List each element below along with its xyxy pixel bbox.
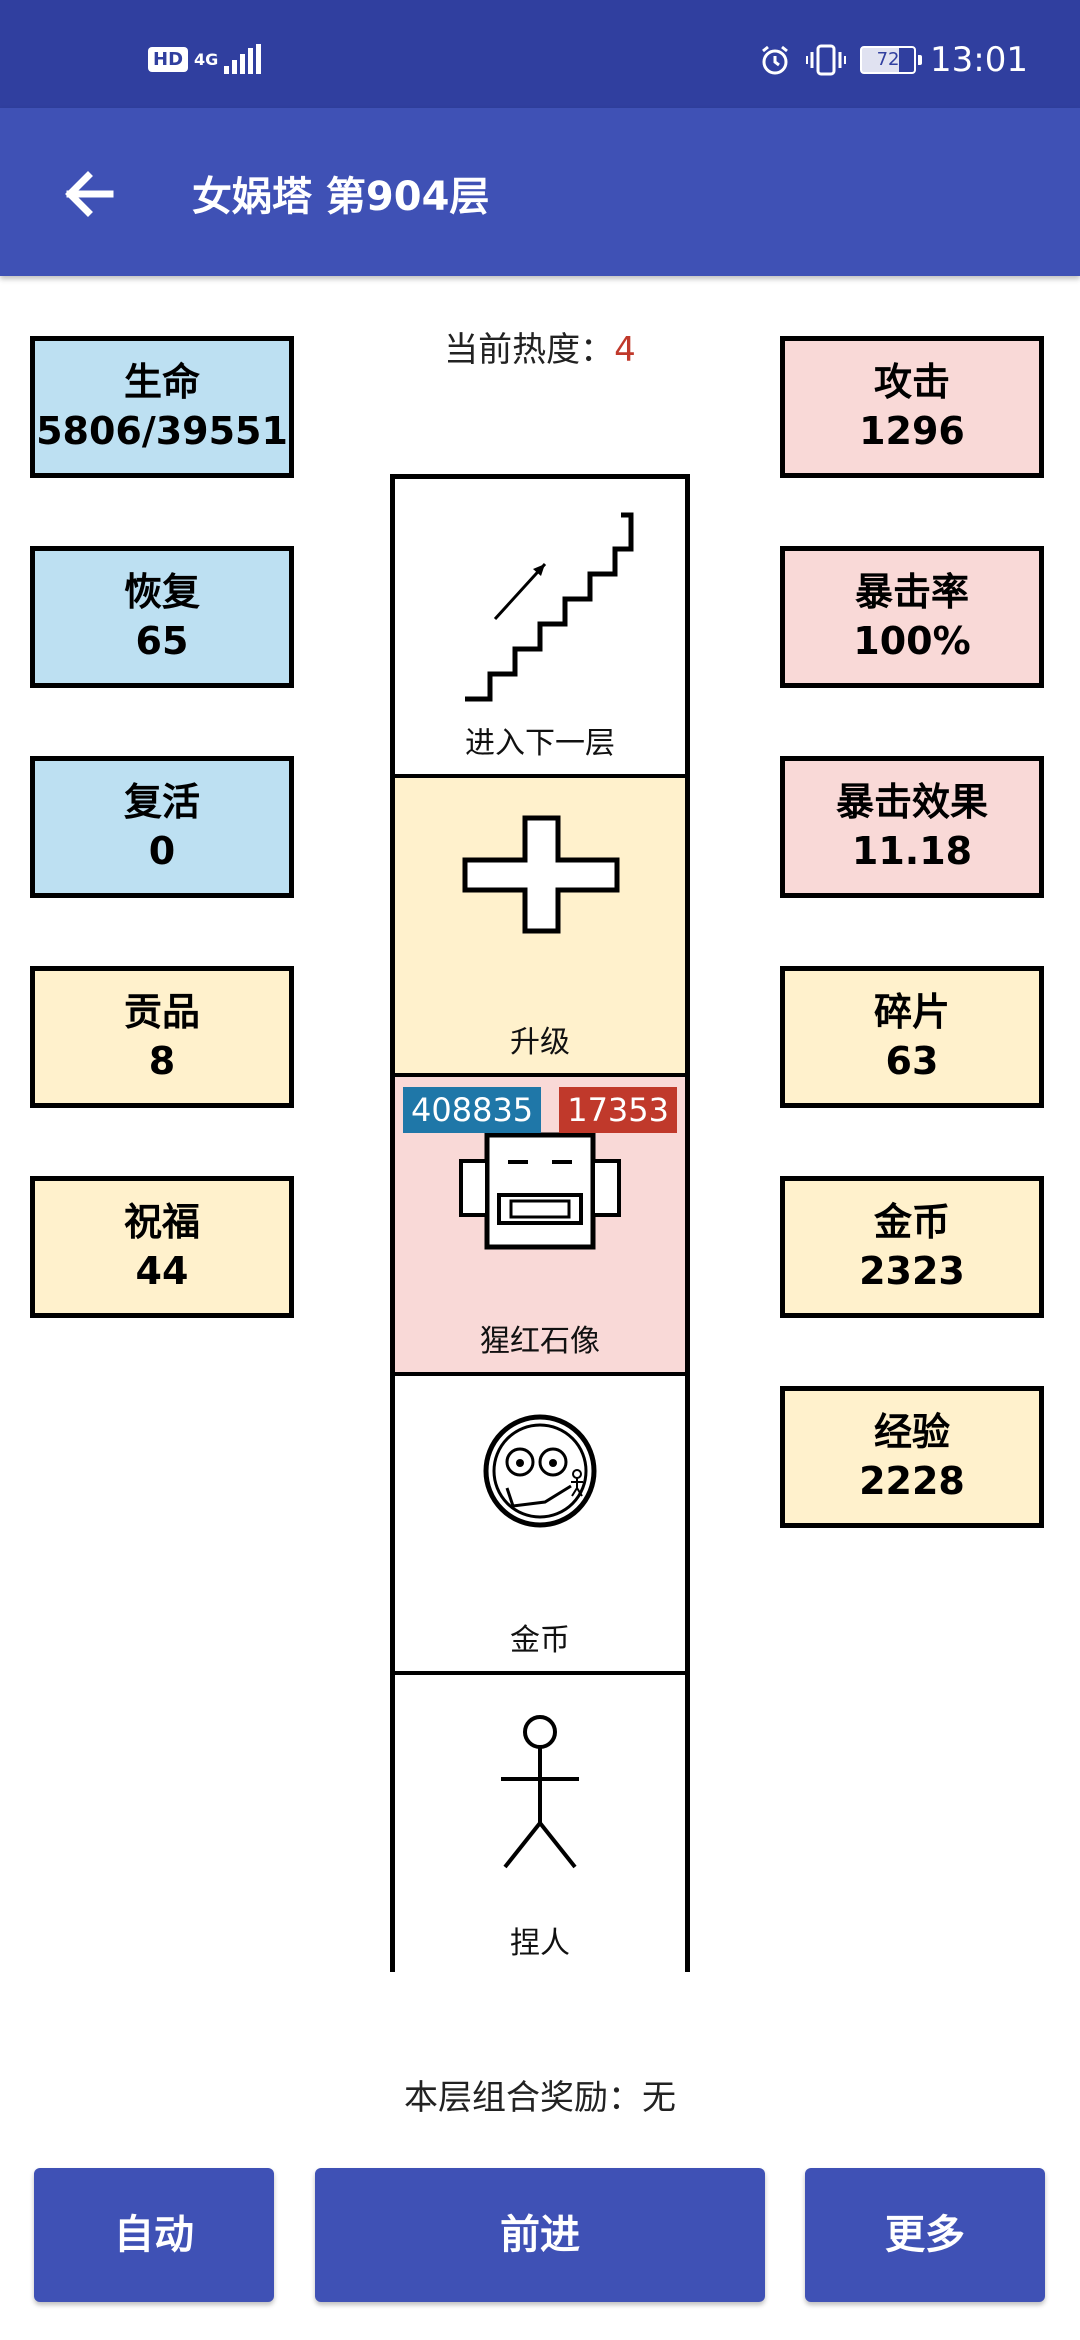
stat-label: 恢复 xyxy=(123,570,200,614)
stat-value: 63 xyxy=(885,1039,939,1083)
stat-value: 8 xyxy=(148,1039,176,1083)
more-button[interactable]: 更多 xyxy=(805,2168,1045,2302)
combo-label: 本层组合奖励： xyxy=(404,2078,642,2118)
battery-icon: 72 xyxy=(860,46,923,74)
stat-label: 攻击 xyxy=(873,360,950,404)
stat-label: 碎片 xyxy=(873,990,950,1034)
hd-indicator: HD xyxy=(148,46,189,72)
stat-label: 生命 xyxy=(123,360,200,404)
stat-value: 100% xyxy=(853,619,971,663)
stat-value: 5806/39551 xyxy=(36,409,288,453)
stat-attack: 攻击 1296 xyxy=(780,336,1044,478)
status-right: 72 13:01 xyxy=(758,40,1028,80)
tower-cell-upgrade[interactable]: 升级 xyxy=(395,778,685,1077)
tower-cell-caption: 猩红石像 xyxy=(480,1324,600,1359)
clock: 13:01 xyxy=(930,40,1028,80)
vibrate-icon xyxy=(806,44,847,76)
stat-value: 44 xyxy=(135,1249,189,1293)
network-type: 4G xyxy=(194,49,219,69)
stat-value: 2323 xyxy=(859,1249,965,1293)
stairs-icon xyxy=(465,512,634,702)
combo-reward: 本层组合奖励：无 xyxy=(0,2070,1080,2119)
alarm-icon xyxy=(762,45,788,75)
heat-value: 4 xyxy=(614,330,636,370)
stat-label: 金币 xyxy=(873,1200,950,1244)
tower-column: 进入下一层 升级 408835 17353 猩红石像 xyxy=(390,474,690,1974)
stat-fragments: 碎片 63 xyxy=(780,966,1044,1108)
stat-regen: 恢复 65 xyxy=(30,546,294,688)
stat-crit-effect: 暴击效果 11.18 xyxy=(780,756,1044,898)
stat-revive: 复活 0 xyxy=(30,756,294,898)
auto-button[interactable]: 自动 xyxy=(34,2168,274,2302)
stat-gold: 金币 2323 xyxy=(780,1176,1044,1318)
app-bar: 女娲塔 第904层 xyxy=(0,108,1080,276)
tower-cell-coin[interactable]: 金币 xyxy=(395,1376,685,1675)
statue-face-icon xyxy=(459,1132,621,1250)
combo-value: 无 xyxy=(642,2078,676,2118)
stat-label: 祝福 xyxy=(123,1200,200,1244)
stat-hp: 生命 5806/39551 xyxy=(30,336,294,478)
stat-exp: 经验 2228 xyxy=(780,1386,1044,1528)
status-bar: HD 4G 72 13:01 xyxy=(0,0,1080,108)
tower-cell-create-character[interactable]: 捏人 xyxy=(395,1675,685,1974)
coin-icon xyxy=(483,1414,597,1528)
stat-label: 暴击率 xyxy=(854,570,969,614)
stat-value: 0 xyxy=(148,829,176,873)
stat-value: 11.18 xyxy=(851,829,973,873)
stat-value: 65 xyxy=(135,619,189,663)
heat-indicator: 当前热度：4 xyxy=(0,322,1080,371)
tower-cell-caption: 进入下一层 xyxy=(465,726,615,761)
signal-icon xyxy=(224,44,262,74)
enemy-attack-badge: 17353 xyxy=(559,1087,677,1133)
stat-label: 经验 xyxy=(873,1410,950,1454)
stat-value: 2228 xyxy=(859,1459,965,1503)
tower-cell-next-floor[interactable]: 进入下一层 xyxy=(395,479,685,778)
back-arrow-icon[interactable] xyxy=(60,166,116,222)
heat-label: 当前热度： xyxy=(444,330,615,370)
tower-cell-caption: 捏人 xyxy=(510,1926,570,1961)
tower-cell-caption: 金币 xyxy=(510,1623,570,1658)
stat-blessing: 祝福 44 xyxy=(30,1176,294,1318)
tower-cell-caption: 升级 xyxy=(510,1025,570,1060)
stat-tribute: 贡品 8 xyxy=(30,966,294,1108)
battery-level: 72 xyxy=(876,49,900,70)
tower-cell-enemy[interactable]: 408835 17353 猩红石像 xyxy=(395,1077,685,1376)
status-left: HD 4G xyxy=(148,44,262,74)
stat-crit-rate: 暴击率 100% xyxy=(780,546,1044,688)
forward-button[interactable]: 前进 xyxy=(315,2168,765,2302)
stat-label: 贡品 xyxy=(123,990,200,1034)
stat-label: 暴击效果 xyxy=(835,780,988,824)
stat-label: 复活 xyxy=(123,780,200,824)
stat-value: 1296 xyxy=(859,409,965,453)
stick-figure-icon xyxy=(501,1715,579,1869)
enemy-hp-badge: 408835 xyxy=(403,1087,542,1133)
page-title: 女娲塔 第904层 xyxy=(192,174,490,220)
plus-icon xyxy=(462,815,620,934)
